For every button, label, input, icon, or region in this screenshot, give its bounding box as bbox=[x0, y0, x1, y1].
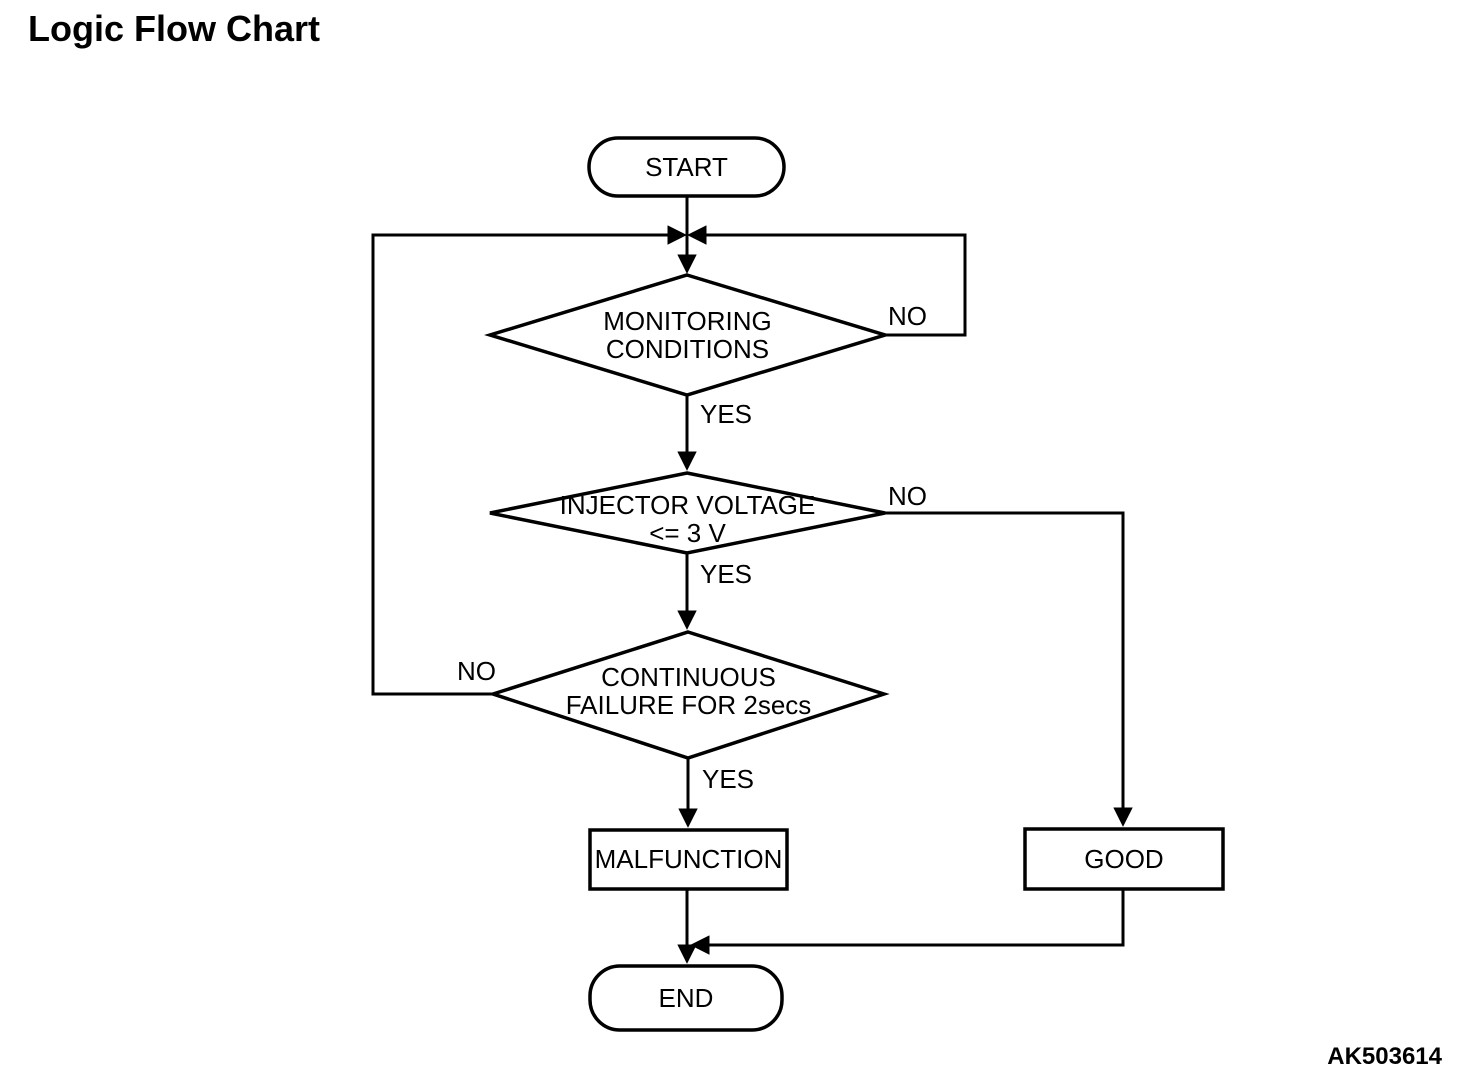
injector-no-label: NO bbox=[888, 481, 927, 511]
injector-decision-label-line1: INJECTOR VOLTAGE bbox=[559, 489, 816, 520]
start-node-label: START bbox=[645, 151, 728, 182]
edge-continuous-no-loop bbox=[371, 225, 687, 696]
edge-injector-no-to-good bbox=[884, 511, 1133, 827]
monitoring-yes-label: YES bbox=[700, 399, 753, 429]
continuous-decision-label-line1: CONTINUOUS bbox=[601, 661, 776, 692]
edge-monitoring-no-loop bbox=[687, 225, 967, 337]
injector-decision-label-line2: <= 3 V bbox=[649, 518, 726, 548]
monitoring-decision-label-line2: CONDITIONS bbox=[605, 334, 770, 364]
continuous-decision-label: CONTINUOUS FAILURE FOR 2secs bbox=[493, 630, 884, 752]
good-node-shape bbox=[1023, 827, 1225, 891]
end-node-label: END bbox=[658, 982, 714, 1013]
malfunction-node-label: MALFUNCTION bbox=[594, 844, 783, 875]
end-node-shape bbox=[588, 964, 784, 1032]
good-node-label: GOOD bbox=[1084, 843, 1164, 874]
page-title: Logic Flow Chart bbox=[28, 8, 320, 49]
figure-code: AK503614 bbox=[1327, 1043, 1442, 1070]
malfunction-node-shape bbox=[588, 828, 789, 891]
injector-yes-label: YES bbox=[700, 559, 753, 589]
monitoring-decision-shape bbox=[483, 273, 892, 397]
edge-good-to-merge bbox=[690, 889, 1125, 955]
continuous-yes-label: YES bbox=[702, 764, 755, 794]
continuous-decision-shape bbox=[487, 630, 890, 760]
start-node-shape bbox=[587, 136, 786, 198]
injector-decision-shape bbox=[489, 471, 886, 555]
continuous-decision-label-line2: FAILURE FOR 2secs bbox=[565, 690, 812, 720]
monitoring-decision-label: MONITORING CONDITIONS bbox=[490, 277, 885, 393]
continuous-no-label: NO bbox=[457, 656, 496, 686]
monitoring-no-label: NO bbox=[888, 301, 927, 331]
monitoring-decision-label-line1: MONITORING bbox=[603, 305, 772, 336]
injector-decision-label: INJECTOR VOLTAGE <= 3 V bbox=[490, 475, 885, 563]
